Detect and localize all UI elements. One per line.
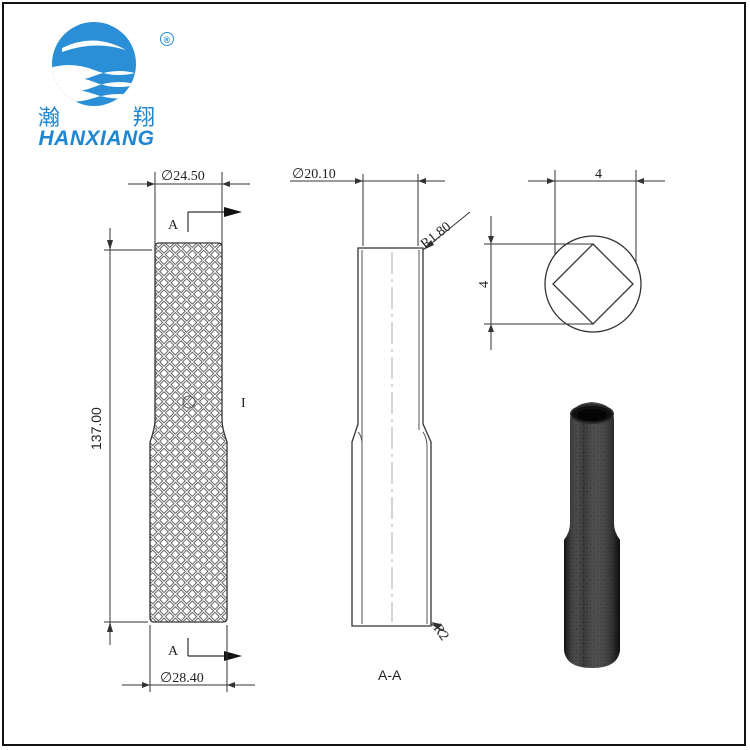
logo-chinese-left: 瀚 — [38, 106, 61, 131]
knurled-sleeve-photo — [564, 402, 620, 668]
length-label: 137.00 — [88, 407, 104, 450]
section-diameter-label: ∅20.10 — [292, 167, 336, 182]
section-marker-top: A — [168, 218, 179, 233]
sleeve-outline — [149, 242, 228, 623]
registered-mark: ® — [160, 32, 174, 46]
globe-wave-icon — [52, 22, 136, 106]
logo-chinese-right: 翔 — [132, 106, 155, 131]
top-diameter-label: ∅24.50 — [161, 169, 205, 184]
section-marker-bottom: A — [168, 644, 179, 659]
bottom-diameter-label: ∅28.40 — [160, 671, 204, 686]
hanxiang-logo: ® 瀚 翔 HANXIANG — [14, 12, 174, 150]
front-view: ∅24.50 A I 137.00 A ∅28.40 — [88, 169, 255, 692]
logo-english-text: HANXIANG — [38, 127, 155, 150]
top-radius-label: R1.80 — [418, 219, 454, 252]
end-view: 4 4 — [477, 167, 665, 350]
end-width-label: 4 — [595, 167, 602, 182]
logo-chinese-text: 瀚 翔 — [14, 100, 179, 132]
end-height-label: 4 — [477, 281, 492, 288]
section-title: A-A — [378, 667, 402, 683]
section-view: ∅20.10 R1.80 R2 A-A — [290, 167, 471, 683]
detail-marker: I — [241, 396, 246, 411]
